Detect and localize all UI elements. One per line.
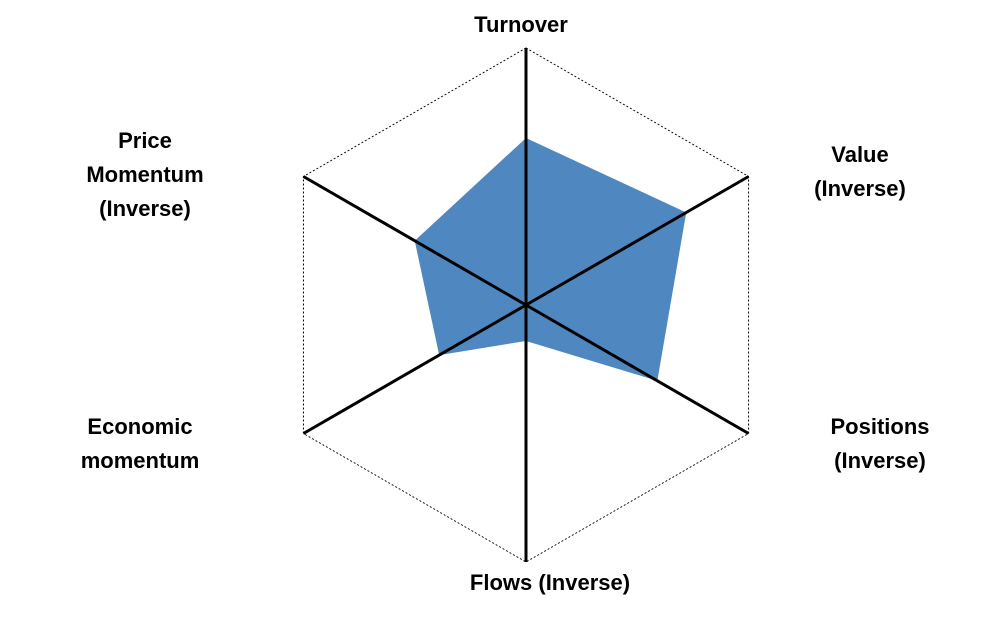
radar-spokes bbox=[302, 48, 750, 562]
axis-label-turnover: Turnover bbox=[474, 12, 568, 37]
radar-area bbox=[414, 137, 687, 381]
radar-spoke bbox=[302, 303, 527, 435]
axis-label-flows: Flows (Inverse) bbox=[469, 570, 631, 595]
axis-label-positions: Positions(Inverse) bbox=[830, 414, 930, 473]
radar-spoke bbox=[525, 303, 750, 435]
axis-label-value: Value(Inverse) bbox=[814, 142, 906, 201]
radar-spoke bbox=[302, 175, 527, 307]
radar-spoke bbox=[525, 175, 750, 307]
